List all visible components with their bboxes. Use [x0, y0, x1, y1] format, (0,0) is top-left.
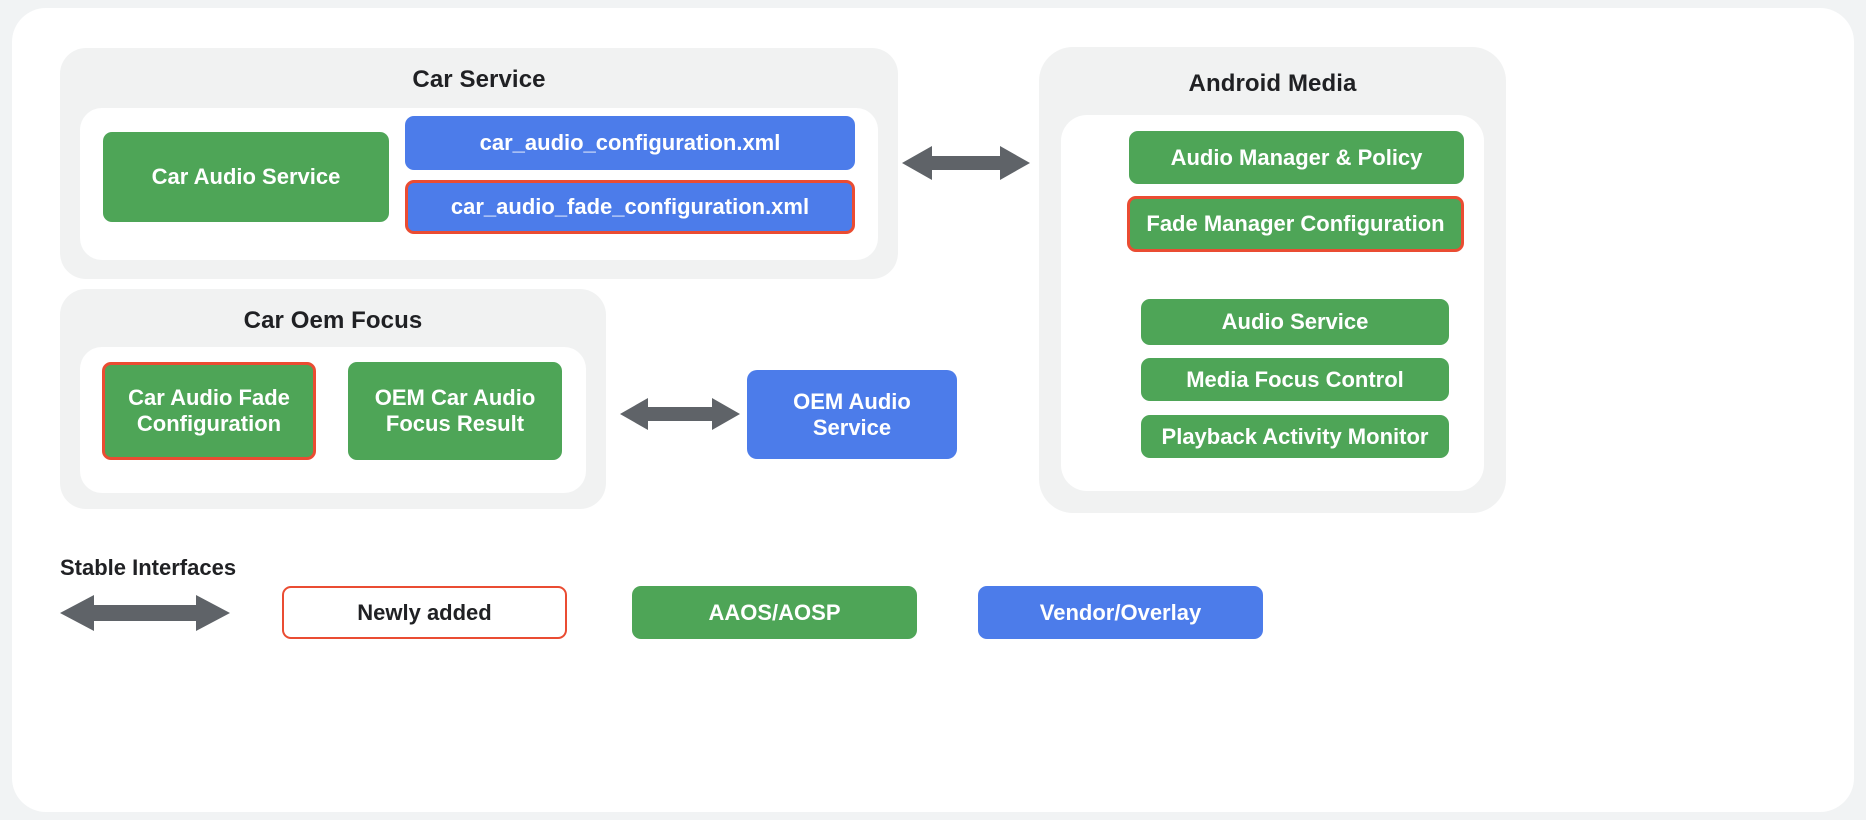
- node-audio-service[interactable]: Audio Service: [1141, 299, 1449, 345]
- arrow-car-oem-focus-to-oem-audio-service: [620, 394, 740, 434]
- legend-vendor-overlay-swatch[interactable]: Vendor/Overlay: [978, 586, 1263, 639]
- inner-panel-android-media: Audio Manager & Policy Fade Manager Conf…: [1061, 115, 1484, 491]
- diagram-canvas-card: Car Service Car Audio Service car_audio_…: [12, 8, 1854, 812]
- node-car-audio-fade-configuration-xml[interactable]: car_audio_fade_configuration.xml: [405, 180, 855, 234]
- node-car-audio-service[interactable]: Car Audio Service: [103, 132, 389, 222]
- node-playback-activity-monitor[interactable]: Playback Activity Monitor: [1141, 415, 1449, 458]
- arrow-legend-stable-interface: [60, 591, 230, 635]
- node-media-focus-control[interactable]: Media Focus Control: [1141, 358, 1449, 401]
- node-car-audio-fade-configuration[interactable]: Car Audio Fade Configuration: [102, 362, 316, 460]
- arrow-car-service-to-android-media: [902, 143, 1030, 183]
- legend-newly-added-swatch[interactable]: Newly added: [282, 586, 567, 639]
- legend-aaos-aosp-swatch[interactable]: AAOS/AOSP: [632, 586, 917, 639]
- node-oem-audio-service[interactable]: OEM Audio Service: [747, 370, 957, 459]
- node-car-audio-configuration-xml[interactable]: car_audio_configuration.xml: [405, 116, 855, 170]
- group-title-car-service: Car Service: [412, 66, 546, 93]
- node-audio-manager-policy[interactable]: Audio Manager & Policy: [1129, 131, 1464, 184]
- legend-stable-interfaces-label: Stable Interfaces: [60, 555, 237, 580]
- group-panel-car-service: Car Service Car Audio Service car_audio_…: [60, 48, 898, 279]
- inner-panel-car-service: Car Audio Service car_audio_configuratio…: [80, 108, 878, 260]
- inner-panel-car-oem-focus: Car Audio Fade Configuration OEM Car Aud…: [80, 347, 586, 493]
- node-oem-car-audio-focus-result[interactable]: OEM Car Audio Focus Result: [348, 362, 562, 460]
- group-panel-car-oem-focus: Car Oem Focus Car Audio Fade Configurati…: [60, 289, 606, 509]
- group-title-android-media: Android Media: [1188, 70, 1357, 97]
- group-title-car-oem-focus: Car Oem Focus: [243, 307, 423, 334]
- node-fade-manager-configuration[interactable]: Fade Manager Configuration: [1127, 196, 1464, 252]
- group-panel-android-media: Android Media Audio Manager & Policy Fad…: [1039, 47, 1506, 513]
